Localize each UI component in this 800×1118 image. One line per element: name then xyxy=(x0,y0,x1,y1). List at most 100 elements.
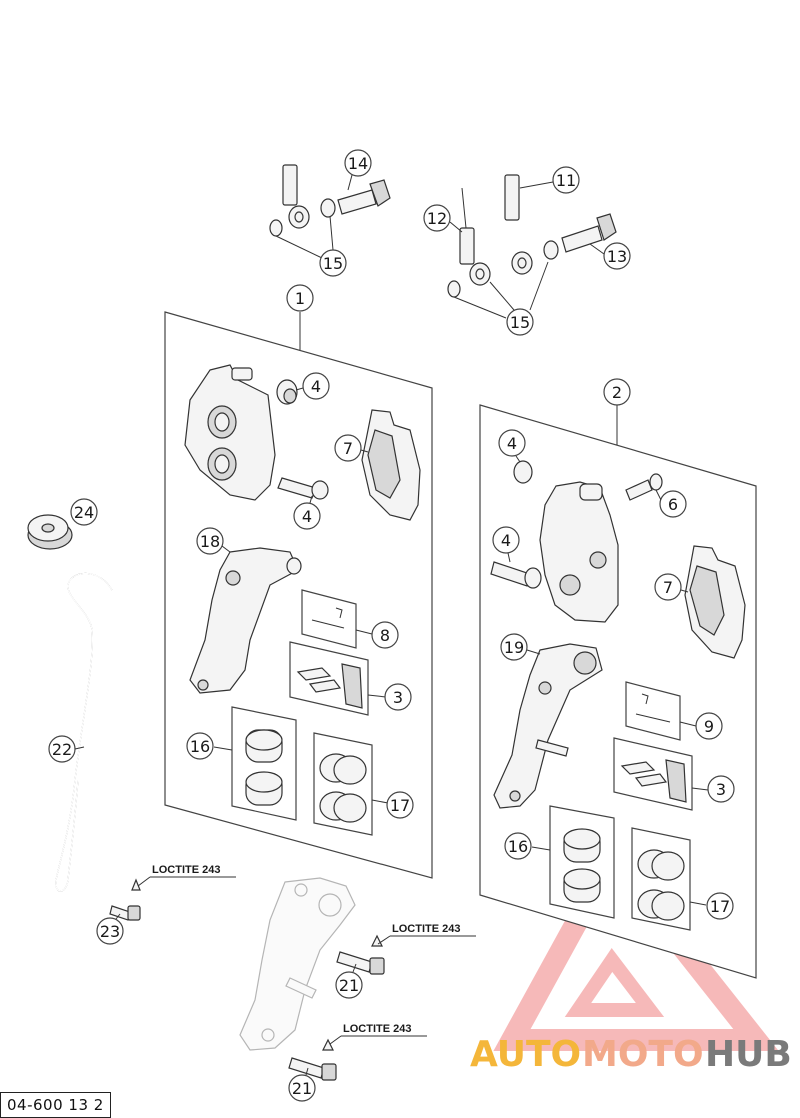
piston-kit-16-right-box xyxy=(531,805,615,919)
seal-kit-17-right-box xyxy=(631,827,707,931)
callout-4-d: 4 xyxy=(492,526,520,554)
callout-21-lower: 21 xyxy=(288,1074,316,1102)
svg-text:15: 15 xyxy=(323,254,343,273)
svg-text:17: 17 xyxy=(390,796,410,815)
svg-text:15: 15 xyxy=(510,313,530,332)
svg-text:MOTO: MOTO xyxy=(582,1034,704,1075)
callout-11: 11 xyxy=(552,166,580,194)
callout-21-upper: 21 xyxy=(335,971,363,999)
callout-13: 13 xyxy=(603,242,631,270)
svg-text:23: 23 xyxy=(100,922,120,941)
callout-19: 19 xyxy=(500,633,528,661)
screw-23 xyxy=(109,878,141,921)
callout-8: 8 xyxy=(371,621,399,649)
svg-text:LOCTITE 243: LOCTITE 243 xyxy=(392,923,460,935)
caliper-bracket-19 xyxy=(493,643,603,809)
svg-text:7: 7 xyxy=(663,578,673,597)
banjo-bolt-right xyxy=(447,213,617,298)
callout-15-top: 15 xyxy=(319,249,347,277)
callout-16-b: 16 xyxy=(504,832,532,860)
bleed-valve-6 xyxy=(625,473,663,501)
callout-22: 22 xyxy=(48,735,76,763)
brake-hose xyxy=(282,30,520,265)
callout-1: 1 xyxy=(286,284,314,312)
svg-text:22: 22 xyxy=(52,740,72,759)
seal-kit-17-box xyxy=(313,732,389,836)
svg-text:9: 9 xyxy=(704,717,714,736)
caliper-pin-4-upper xyxy=(276,379,298,405)
svg-text:19: 19 xyxy=(504,638,524,657)
small-parts-kit-3-box xyxy=(289,641,387,716)
svg-text:17: 17 xyxy=(710,897,730,916)
svg-text:8: 8 xyxy=(380,626,390,645)
svg-text:4: 4 xyxy=(501,531,511,550)
brake-pad-right xyxy=(684,545,746,659)
screw-21-lower xyxy=(288,1038,337,1081)
callout-16-a: 16 xyxy=(186,732,214,760)
banjo-bolt-left xyxy=(269,179,391,237)
svg-text:4: 4 xyxy=(507,434,517,453)
pin-kit-9-box xyxy=(625,681,697,741)
svg-text:21: 21 xyxy=(339,976,359,995)
svg-text:AUTO: AUTO xyxy=(470,1034,581,1075)
callout-4-a: 4 xyxy=(302,372,330,400)
caliper-pin-4-lower xyxy=(277,477,329,500)
svg-text:7: 7 xyxy=(343,439,353,458)
callout-9: 9 xyxy=(695,712,723,740)
callout-3-b: 3 xyxy=(707,775,735,803)
callout-17-b: 17 xyxy=(706,892,734,920)
callout-18: 18 xyxy=(196,527,224,555)
callout-12: 12 xyxy=(423,204,451,232)
screw-21-upper xyxy=(336,934,385,975)
callout-23: 23 xyxy=(96,917,124,945)
watermark-wordmark: AUTO MOTO HUB xyxy=(470,1034,792,1075)
bracket-outline-ghost xyxy=(239,877,356,1051)
drawing-code-label: 04-600 13 2 xyxy=(0,1092,111,1118)
svg-text:16: 16 xyxy=(190,737,210,756)
brake-caliper-left xyxy=(184,364,276,501)
svg-text:12: 12 xyxy=(427,209,447,228)
callout-17-a: 17 xyxy=(386,791,414,819)
brake-caliper-right xyxy=(539,481,619,623)
svg-text:3: 3 xyxy=(393,688,403,707)
leader-lines-15 xyxy=(275,215,549,319)
svg-text:LOCTITE 243: LOCTITE 243 xyxy=(152,864,220,876)
callout-4-c: 4 xyxy=(498,429,526,457)
svg-text:4: 4 xyxy=(311,377,321,396)
svg-text:6: 6 xyxy=(668,495,678,514)
svg-text:11: 11 xyxy=(556,171,576,190)
grommet-24 xyxy=(27,514,73,550)
caliper-pin-4-right-upper xyxy=(513,460,533,484)
loctite-label-3: LOCTITE 243 xyxy=(329,1023,427,1045)
caliper-bracket-18 xyxy=(189,547,302,694)
retaining-spring-22 xyxy=(55,572,113,892)
piston-kit-16-box xyxy=(213,706,297,821)
svg-text:18: 18 xyxy=(200,532,220,551)
svg-text:21: 21 xyxy=(292,1079,312,1098)
loctite-label-1: LOCTITE 243 xyxy=(137,864,236,887)
small-parts-kit-3-right-box xyxy=(613,737,709,811)
svg-text:HUB: HUB xyxy=(705,1034,792,1075)
callout-3-a: 3 xyxy=(384,683,412,711)
svg-text:24: 24 xyxy=(74,503,94,522)
svg-text:3: 3 xyxy=(716,780,726,799)
loctite-label-2: LOCTITE 243 xyxy=(377,923,476,945)
callout-2: 2 xyxy=(603,378,631,406)
svg-text:LOCTITE 243: LOCTITE 243 xyxy=(343,1023,411,1035)
kit-panel-2 xyxy=(479,404,757,979)
callout-7-b: 7 xyxy=(654,573,682,601)
svg-text:14: 14 xyxy=(348,154,368,173)
svg-text:1: 1 xyxy=(295,289,305,308)
pin-kit-8-box xyxy=(301,589,373,649)
callout-24: 24 xyxy=(70,498,98,526)
callout-7-a: 7 xyxy=(334,434,362,462)
callout-6: 6 xyxy=(659,490,687,518)
callout-4-b: 4 xyxy=(293,502,321,530)
svg-text:13: 13 xyxy=(607,247,627,266)
callout-15-bottom: 15 xyxy=(506,308,534,336)
callout-14: 14 xyxy=(344,149,372,177)
caliper-pin-4-right-lower xyxy=(490,561,542,589)
brake-pad-left xyxy=(361,409,421,521)
svg-text:16: 16 xyxy=(508,837,528,856)
